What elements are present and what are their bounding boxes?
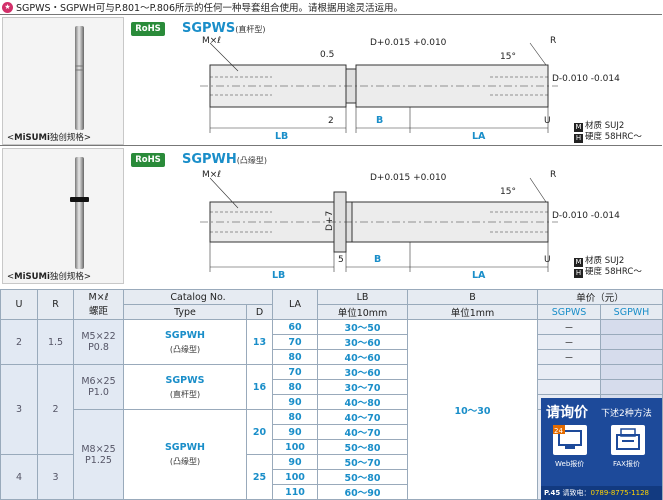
b-range: 10～30 bbox=[407, 319, 538, 500]
product-photo: <MiSUMi独创规格> bbox=[2, 17, 124, 145]
table-row: 70 30～60 － bbox=[1, 334, 663, 350]
svg-text:LA: LA bbox=[472, 270, 486, 281]
svg-text:U: U bbox=[544, 116, 551, 126]
col-b-unit: 单位1mm bbox=[407, 304, 538, 320]
table-row: 100 50～80 bbox=[1, 469, 663, 485]
col-la: LA bbox=[272, 289, 318, 320]
contact-bar: P.45 请致电：0789-8775-1128 bbox=[541, 486, 662, 500]
svg-text:D+0.015 +0.010: D+0.015 +0.010 bbox=[370, 38, 447, 48]
col-lb-unit: 单位10mm bbox=[317, 304, 408, 320]
quote-subtitle: 下述2种方法 bbox=[601, 409, 652, 419]
pin-photo-icon bbox=[75, 26, 84, 130]
svg-text:M×ℓ: M×ℓ bbox=[202, 36, 221, 46]
rohs-badge: RoHS bbox=[131, 153, 165, 167]
svg-text:D-0.010 -0.014: D-0.010 -0.014 bbox=[552, 211, 620, 221]
col-price: 单价（元） bbox=[536, 289, 663, 305]
table-row: 4 3 25 90 50～70 bbox=[0, 454, 663, 500]
svg-text:D+0.015 +0.010: D+0.015 +0.010 bbox=[370, 173, 447, 183]
web-quote-label: Web报价 bbox=[555, 460, 585, 468]
panel-sgpwh: <MiSUMi独创规格> RoHS SGPWH(凸缘型) M×ℓ bbox=[0, 145, 662, 285]
col-u: U bbox=[0, 289, 38, 320]
col-type: Type bbox=[123, 304, 247, 320]
misumi-original-label: <MiSUMi独创规格> bbox=[7, 133, 92, 143]
svg-text:R: R bbox=[550, 170, 556, 180]
flanged-pin-photo-icon bbox=[70, 157, 89, 269]
header-note-text: SGPWS・SGPWH可与P.801～P.806所示的任何一种导套组合使用。请根… bbox=[16, 3, 404, 14]
series-title: SGPWH(凸缘型) bbox=[182, 152, 268, 167]
fax-quote-label: FAX报价 bbox=[613, 460, 640, 468]
col-catalog: Catalog No. bbox=[123, 289, 273, 305]
svg-text:15°: 15° bbox=[500, 52, 516, 62]
svg-text:LB: LB bbox=[272, 270, 285, 281]
svg-text:0.5: 0.5 bbox=[320, 50, 334, 60]
type-cell: SGPWH(凸缘型) bbox=[123, 409, 247, 500]
svg-text:B: B bbox=[376, 115, 383, 126]
product-photo: <MiSUMi独创规格> bbox=[2, 148, 124, 284]
svg-text:2: 2 bbox=[328, 116, 334, 126]
misumi-original-label: <MiSUMi独创规格> bbox=[7, 272, 92, 282]
table-row: 90 40～70 bbox=[1, 424, 663, 440]
svg-text:B: B bbox=[374, 254, 381, 265]
svg-text:24: 24 bbox=[554, 427, 563, 435]
col-r: R bbox=[37, 289, 74, 320]
header-note: ★ SGPWS・SGPWH可与P.801～P.806所示的任何一种导套组合使用。… bbox=[2, 1, 404, 14]
quote-banner[interactable]: 请询价 下述2种方法 24 Web报价 FAX报价 P.45 请致电：0789-… bbox=[541, 398, 662, 500]
col-b: B bbox=[407, 289, 538, 305]
svg-text:D-0.010 -0.014: D-0.010 -0.014 bbox=[552, 74, 620, 84]
fax-quote-icon[interactable] bbox=[611, 425, 645, 455]
technical-drawing: M×ℓ R D+7 5 15° U D+0.015 +0.010 D-0.010… bbox=[200, 170, 620, 281]
table-row: 100 50～80 bbox=[1, 439, 663, 455]
info-icon: ★ bbox=[2, 1, 13, 13]
svg-text:5: 5 bbox=[338, 255, 344, 265]
col-price-sgpws: SGPWS bbox=[537, 304, 601, 320]
technical-drawing: M×ℓ R 0.5 2 15° U D+0.015 +0.010 D-0.010… bbox=[200, 36, 620, 142]
series-title: SGPWS(直杆型) bbox=[182, 21, 266, 36]
type-cell: SGPWS(直杆型) bbox=[123, 364, 247, 410]
col-lb: LB bbox=[317, 289, 408, 305]
col-price-sgpwh: SGPWH bbox=[599, 304, 663, 320]
quote-title: 请询价 bbox=[546, 405, 588, 421]
table-row: 110 60～90 bbox=[1, 484, 663, 500]
type-cell: SGPWH(凸缘型) bbox=[123, 319, 247, 365]
svg-text:U: U bbox=[544, 255, 551, 265]
table-row: 80 30～70 bbox=[1, 379, 663, 395]
rohs-badge: RoHS bbox=[131, 22, 165, 36]
svg-text:LA: LA bbox=[472, 131, 486, 142]
svg-text:15°: 15° bbox=[500, 187, 516, 197]
web-quote-icon[interactable]: 24 bbox=[553, 425, 587, 455]
svg-text:D+7: D+7 bbox=[325, 211, 335, 231]
svg-text:LB: LB bbox=[275, 131, 288, 142]
svg-text:M×ℓ: M×ℓ bbox=[202, 170, 221, 180]
panel-sgpws: <MiSUMi独创规格> RoHS SGPWS(直杆型) M×ℓ R bbox=[0, 14, 662, 145]
col-d: D bbox=[246, 304, 273, 320]
table-row: 80 40～60 － bbox=[1, 349, 663, 365]
svg-text:R: R bbox=[550, 36, 556, 46]
